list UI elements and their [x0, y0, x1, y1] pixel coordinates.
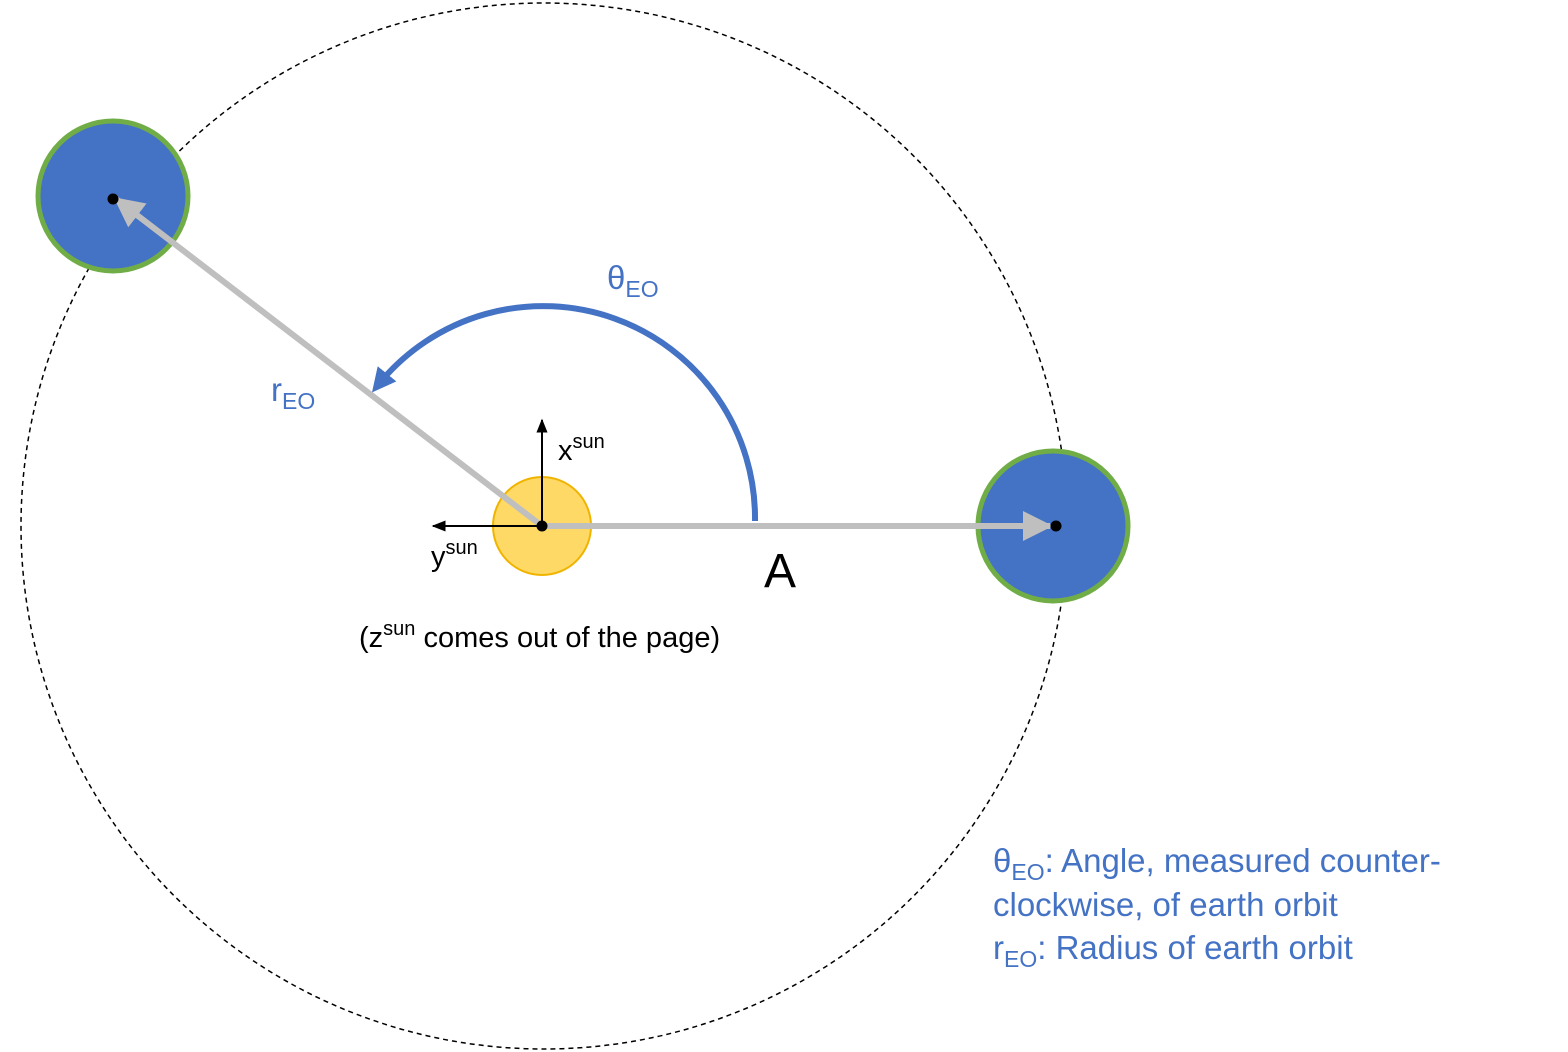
theta-label: θEO — [607, 259, 659, 302]
earth-reference-center-dot — [1050, 520, 1062, 532]
legend-line-radius: rEO: Radius of earth orbit — [993, 929, 1353, 972]
sun-center-dot — [536, 520, 548, 532]
z-sun-note: (zsun comes out of the page) — [359, 618, 720, 654]
radius-vector-rotated — [113, 196, 544, 529]
legend-line-theta: θEO: Angle, measured counter- — [993, 842, 1441, 885]
legend-line-theta-cont: clockwise, of earth orbit — [993, 886, 1338, 923]
earth-rotated-center-dot — [107, 193, 119, 205]
angle-arc — [371, 303, 759, 522]
y-sun-label: ysun — [431, 537, 478, 573]
point-a-label: A — [764, 545, 796, 598]
legend: θEO: Angle, measured counter- clockwise,… — [993, 842, 1441, 972]
x-sun-label: xsun — [558, 431, 605, 467]
radius-label: rEO — [271, 371, 315, 414]
